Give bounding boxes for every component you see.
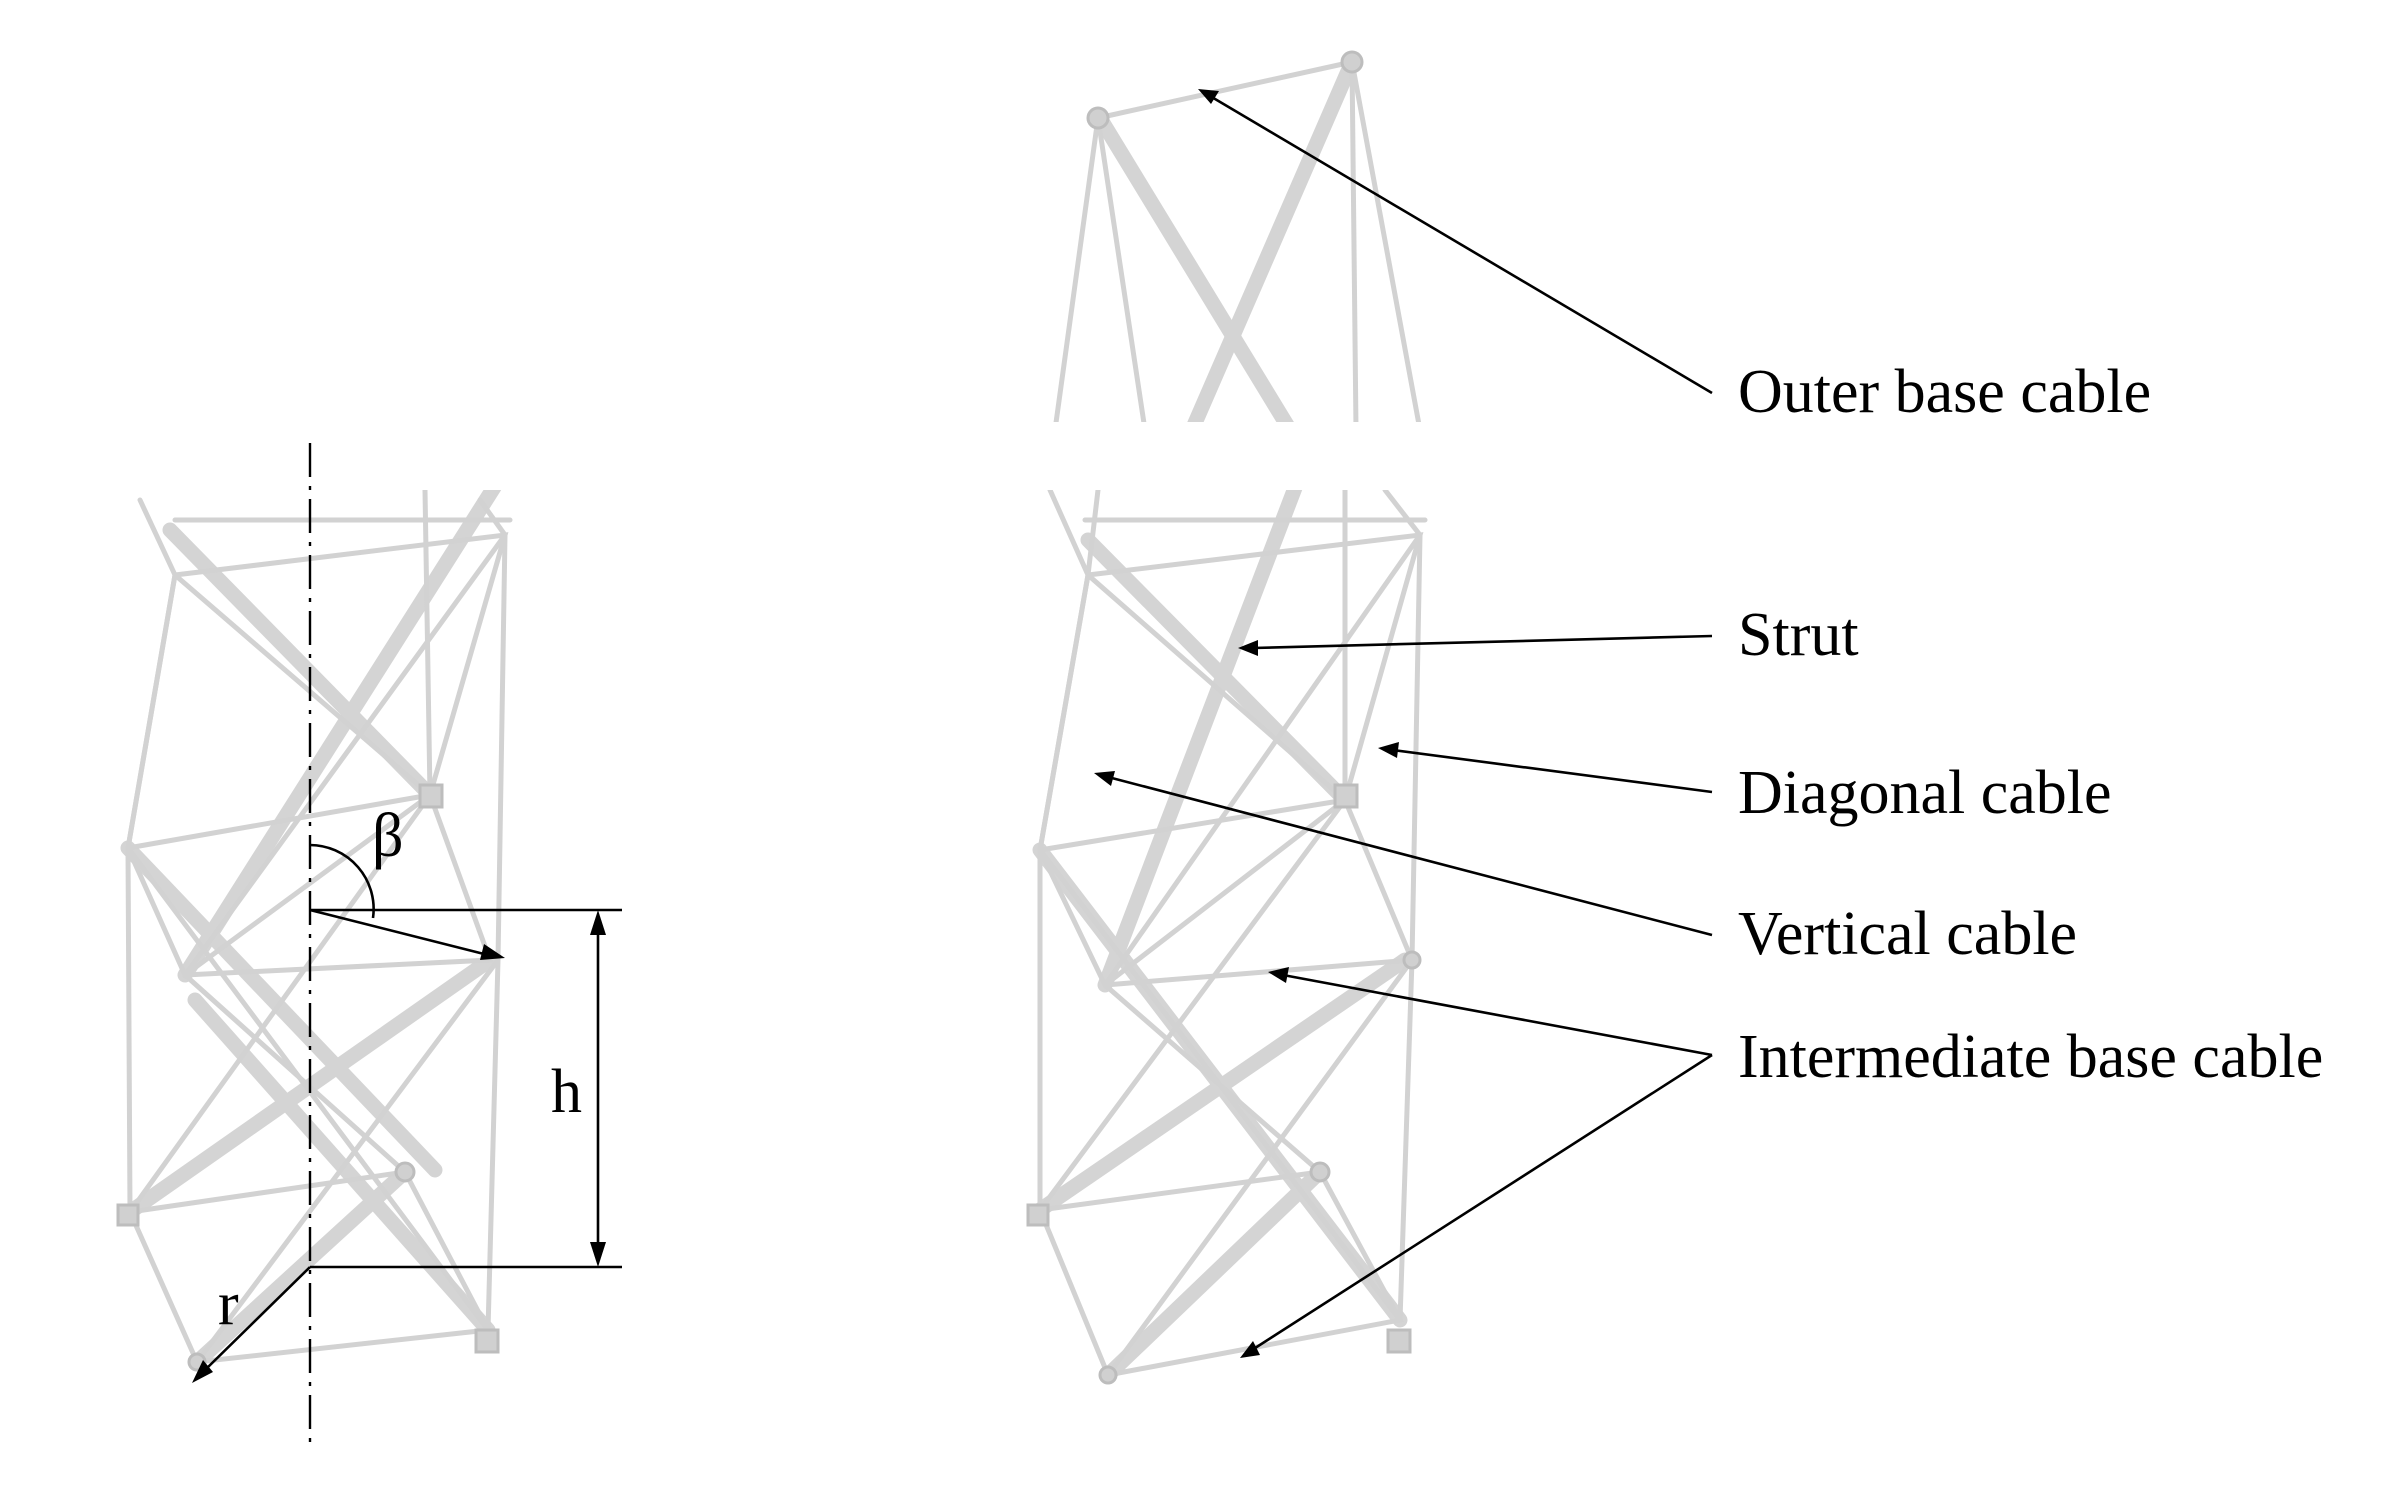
base-cable [125,792,494,978]
callouts: Outer base cable Strut Diagonal cable Ve… [1094,89,2323,1358]
arrowhead [1378,742,1399,758]
diagonal-cable [1102,532,1423,988]
vertical-cable [1085,490,1101,578]
vertical-cable [125,845,133,1215]
beta-angle-arc [309,843,375,919]
strut [1100,1164,1328,1383]
vertical-cable [485,957,501,1333]
leader-vertical-cable [1107,775,1713,937]
right-tower-top-model [1053,50,1422,422]
arrowhead [480,944,505,960]
diagonal-cable [1382,490,1423,538]
strut [1092,110,1294,422]
diagonal-cable [172,572,433,798]
vertical-cable [1349,59,1359,422]
strut [120,840,443,1178]
node [1340,50,1364,74]
node [1309,1161,1331,1183]
node [1026,1203,1050,1227]
diagonal-cable [127,792,433,1215]
leader-intermediate-base-cable-lower [1251,1053,1713,1352]
node [1402,950,1422,970]
label-intermediate-base-cable: Intermediate base cable [1738,1023,2323,1091]
intermediate-base-cable-line [1037,797,1416,988]
beta-symbol: β [372,802,404,870]
diagonal-cable [182,972,408,1175]
node [474,1328,500,1354]
outer-base-cable-line [1095,59,1355,121]
vertical-cable [495,532,508,963]
leader-intermediate-base-cable-upper [1282,973,1713,1057]
vertical-cable [125,572,178,851]
node [1098,1365,1118,1385]
diagonal-cable [1349,59,1422,422]
diagonal-cable [477,497,508,538]
diagonal-cable [125,845,491,1333]
leader-outer-base-cable [1209,94,1713,395]
vertical-cable [1037,572,1091,853]
diagonal-cable [1102,982,1323,1175]
left-tower-model [116,490,513,1372]
diagonal-cable [1047,490,1091,578]
vertical-cable [1409,532,1423,963]
diagonal-cable [1105,957,1415,1378]
strut [1187,54,1360,422]
arrowhead [1238,640,1258,656]
strut [1097,490,1303,993]
label-vertical-cable: Vertical cable [1738,900,2077,968]
arrowhead [1240,1341,1260,1358]
diagonal-cable [1037,797,1348,1213]
r-symbol: r [218,1270,239,1338]
leader-diagonal-cable [1392,748,1713,794]
strut [162,522,438,803]
r-dimension-line [204,1266,311,1371]
node [116,1203,140,1227]
label-diagonal-cable: Diagonal cable [1738,759,2112,827]
vertical-cable [1053,115,1101,422]
arrowhead [1198,89,1219,104]
left-dimensions: β h r [192,443,622,1448]
arrowhead [1268,967,1289,983]
diagonal-cable [1095,115,1147,422]
arrowhead [1094,771,1115,786]
diagonal-cable [194,957,501,1365]
node [418,783,444,809]
label-outer-base-cable: Outer base cable [1738,358,2151,426]
angle-vector [309,908,489,957]
strut [189,1164,413,1370]
vertical-cable [1397,957,1415,1323]
node [1333,783,1359,809]
strut [1080,532,1353,808]
diagonal-cable [182,532,508,978]
leader-strut [1252,634,1713,650]
node [1386,1328,1412,1354]
diagonal-cable [1085,572,1348,803]
right-tower-model [1026,490,1428,1385]
arrowhead [192,1360,213,1383]
node [394,1161,416,1183]
node [1086,106,1110,130]
diagonal-cable [137,497,178,578]
arrowhead [590,910,606,935]
arrowhead [590,1242,606,1267]
label-strut: Strut [1738,601,1859,669]
h-symbol: h [551,1058,582,1126]
